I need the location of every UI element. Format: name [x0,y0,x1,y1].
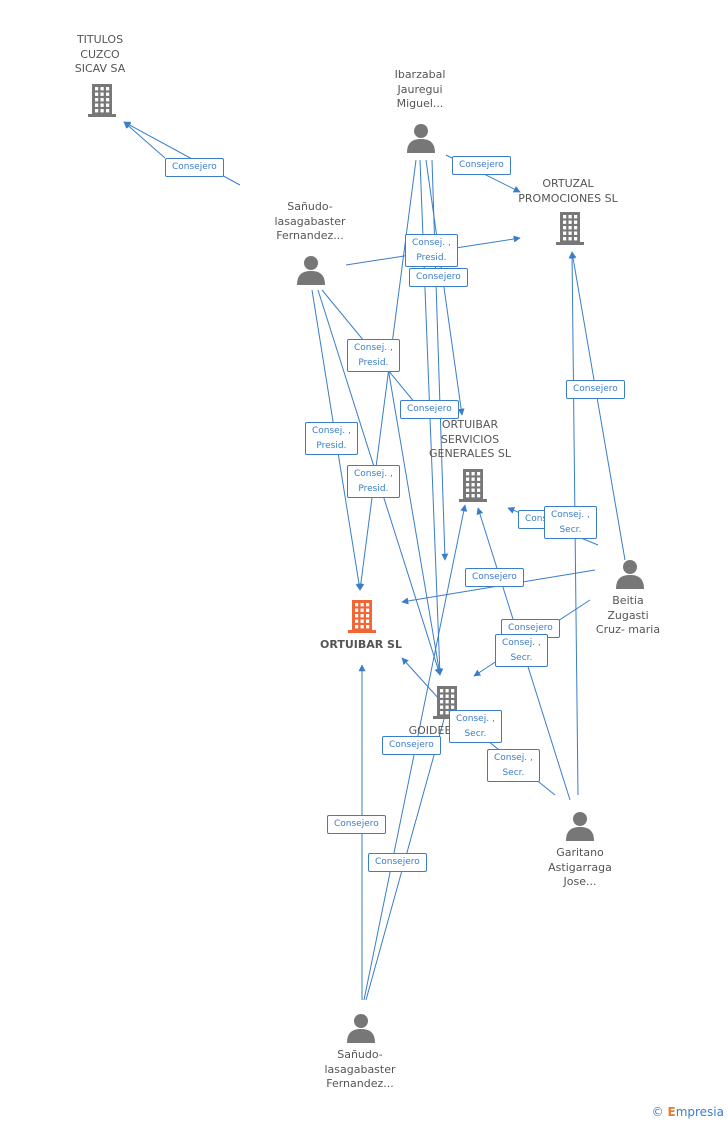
relation-edge [384,349,443,676]
relation-badge[interactable]: Consejero [409,268,468,287]
relation-badge[interactable]: Consej. , Secr. [487,749,540,782]
node-label: Sañudo- lasagabaster Fernandez... [274,200,346,242]
node-label: ORTUZAL PROMOCIONES SL [518,177,618,205]
node-label: Beitia Zugasti Cruz- maria [595,594,661,636]
relation-badge[interactable]: Consej. , Presid. [405,234,458,267]
relation-badge[interactable]: Consejero [327,815,386,834]
footer-brand[interactable]: © Empresia [652,1105,724,1119]
brand-name: mpresia [675,1105,724,1119]
person-icon [297,256,325,285]
relation-badge[interactable]: Consejero [382,736,441,755]
person-icon [616,560,644,589]
person-icon [347,1014,375,1043]
relation-badge[interactable]: Consej. , Secr. [495,634,548,667]
relation-edge [569,251,626,561]
relation-badge[interactable]: Consej. , Presid. [305,422,358,455]
person-icon [407,124,435,153]
relation-edge [431,159,449,561]
node-label: Sañudo- lasagabaster Fernandez... [324,1048,396,1090]
relation-badge[interactable]: Consejero [566,380,625,399]
brand-initial: E [667,1105,676,1119]
building-icon [556,212,584,245]
node-label: TITULOS CUZCO SICAV SA [74,33,126,75]
relation-badge[interactable]: Consej. , Secr. [449,710,502,743]
node-label: ORTUIBAR SL [320,638,402,651]
relation-edge [425,159,465,416]
relation-badge[interactable]: Consejero [452,156,511,175]
node-label: ORTUIBAR SERVICIOS GENERALES SL [428,418,512,460]
relation-badge[interactable]: Consejero [165,158,224,177]
relation-edge [123,121,166,159]
relation-badge[interactable]: Consejero [368,853,427,872]
relation-badge[interactable]: Consej. , Presid. [347,465,400,498]
relation-badge[interactable]: Consejero [400,400,459,419]
person-icon [566,812,594,841]
building-icon [459,469,487,502]
node-label: Ibarzabal Jauregui Miguel... [394,68,446,110]
relation-edge [401,657,441,701]
relation-edge [357,159,417,591]
relation-badge[interactable]: Consej. , Presid. [347,339,400,372]
building-icon [348,600,376,633]
node-label: GOIDEE [408,724,452,737]
copyright-symbol: © [651,1105,664,1119]
node-label: Garitano Astigarraga Jose... [548,846,612,888]
relation-badge[interactable]: Consejero [465,568,524,587]
building-icon [88,84,116,117]
relation-badge[interactable]: Consej. , Secr. [544,506,597,539]
